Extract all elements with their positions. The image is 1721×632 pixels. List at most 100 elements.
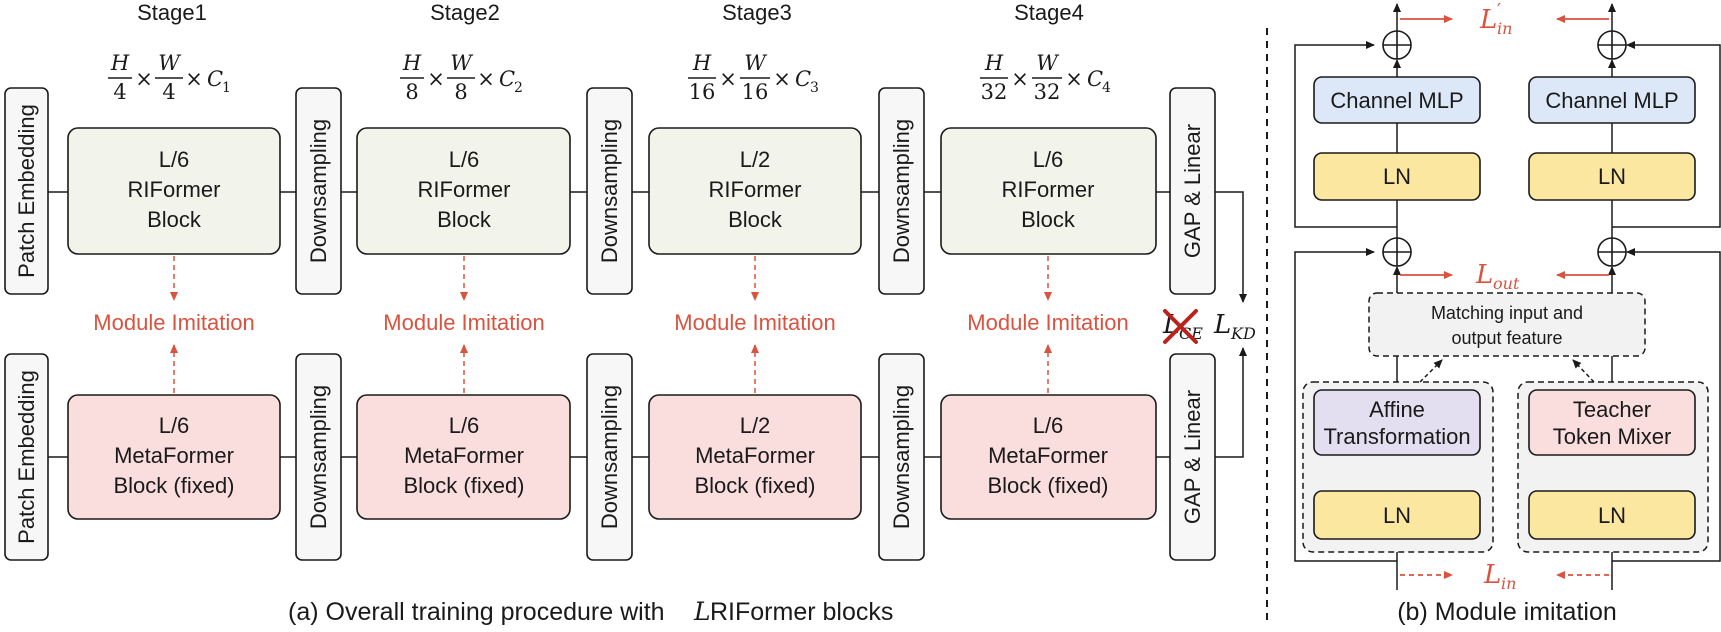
svg-text:Block (fixed): Block (fixed): [694, 473, 815, 498]
svg-text:C: C: [499, 67, 515, 91]
svg-text:1: 1: [222, 80, 231, 96]
stage3-dims: H 16 × W 16 × C 3: [688, 51, 819, 104]
svg-text:′: ′: [1497, 0, 1501, 21]
loss-arrows-right-panel: [1400, 15, 1609, 579]
svg-text:Downsampling: Downsampling: [889, 119, 914, 263]
svg-text:×: ×: [427, 67, 445, 91]
stage2-dims: H 8 × W 8 × C 2: [400, 51, 523, 104]
ce-disabled-cross-icon: [1163, 309, 1198, 344]
svg-text:L/6: L/6: [449, 147, 480, 172]
svg-text:MetaFormer: MetaFormer: [695, 443, 815, 468]
affine-transformation-box: Affine Transformation: [1313, 389, 1481, 456]
svg-text:L/6: L/6: [1033, 413, 1064, 438]
svg-text:Block (fixed): Block (fixed): [403, 473, 524, 498]
svg-text:Downsampling: Downsampling: [889, 385, 914, 529]
svg-text:output feature: output feature: [1451, 328, 1562, 348]
svg-text:Downsampling: Downsampling: [306, 385, 331, 529]
svg-text:×: ×: [185, 67, 203, 91]
svg-text:out: out: [1493, 274, 1520, 293]
svg-text:L: L: [1479, 5, 1497, 35]
svg-text:Patch Embedding: Patch Embedding: [14, 104, 39, 278]
stage1-label: Stage1: [137, 0, 207, 25]
svg-text:Teacher: Teacher: [1573, 397, 1651, 422]
svg-text:4: 4: [113, 80, 126, 104]
svg-text:W: W: [744, 51, 768, 75]
svg-text:Block: Block: [437, 207, 492, 232]
svg-text:×: ×: [1065, 67, 1083, 91]
add-node-upper-left: [1382, 30, 1412, 60]
stage4-label: Stage4: [1014, 0, 1084, 25]
svg-text:×: ×: [135, 67, 153, 91]
svg-text:2: 2: [514, 80, 523, 96]
metaformer-block-stage3: L/2 MetaFormer Block (fixed): [648, 394, 862, 520]
riformer-block-stage3: L/2 RIFormer Block: [648, 127, 862, 255]
svg-text:Block: Block: [1021, 207, 1076, 232]
svg-text:L: L: [693, 597, 711, 626]
svg-text:MetaFormer: MetaFormer: [404, 443, 524, 468]
svg-text:L: L: [1475, 260, 1493, 290]
add-node-lower-right: [1597, 237, 1627, 267]
svg-text:C: C: [207, 67, 223, 91]
svg-text:RIFormer: RIFormer: [709, 177, 802, 202]
stage4-dims: H 32 × W 32 × C 4: [980, 51, 1111, 104]
riformer-block-stage4: L/6 RIFormer Block: [940, 127, 1157, 255]
svg-text:L/2: L/2: [740, 413, 771, 438]
svg-text:Channel MLP: Channel MLP: [1330, 88, 1463, 113]
riformer-block-stage2: L/6 RIFormer Block: [356, 127, 571, 255]
svg-text:3: 3: [810, 80, 819, 96]
ln-upper-left: LN: [1313, 152, 1481, 201]
svg-text:Block: Block: [728, 207, 783, 232]
svg-text:L/6: L/6: [159, 147, 190, 172]
svg-text:H: H: [110, 51, 130, 75]
svg-text:Channel MLP: Channel MLP: [1545, 88, 1678, 113]
svg-text:RIFormer blocks: RIFormer blocks: [710, 598, 893, 626]
svg-text:GAP & Linear: GAP & Linear: [1180, 124, 1205, 258]
svg-text:in: in: [1497, 19, 1512, 38]
svg-text:C: C: [795, 67, 811, 91]
metaformer-block-stage2: L/6 MetaFormer Block (fixed): [356, 394, 571, 520]
stage1-dims: H 4 × W 4 × C 1: [108, 51, 231, 104]
svg-text:×: ×: [719, 67, 737, 91]
svg-text:H: H: [692, 51, 712, 75]
svg-text:W: W: [1036, 51, 1060, 75]
svg-text:C: C: [1087, 67, 1103, 91]
svg-text:L/2: L/2: [740, 147, 771, 172]
svg-text:MetaFormer: MetaFormer: [988, 443, 1108, 468]
svg-text:L: L: [1213, 310, 1231, 340]
module-imitation-label-4: Module Imitation: [967, 310, 1128, 335]
svg-text:×: ×: [1011, 67, 1029, 91]
patch-embedding-top: Patch Embedding: [4, 87, 49, 295]
patch-embedding-bottom: Patch Embedding: [4, 353, 49, 561]
riformer-block-stage1: L/6 RIFormer Block: [67, 127, 281, 255]
svg-text:LN: LN: [1383, 503, 1411, 528]
downsampling-top-3: Downsampling: [878, 87, 925, 295]
svg-text:LN: LN: [1598, 164, 1626, 189]
svg-text:LN: LN: [1383, 164, 1411, 189]
svg-text:8: 8: [405, 80, 418, 104]
module-imitation-label-1: Module Imitation: [93, 310, 254, 335]
left-panel: Stage1 Stage2 Stage3 Stage4 H 4 × W 4 × …: [4, 0, 1256, 626]
svg-text:×: ×: [773, 67, 791, 91]
gap-linear-top: GAP & Linear: [1169, 87, 1216, 295]
left-caption: (a) Overall training procedure with L RI…: [288, 597, 893, 626]
svg-text:W: W: [158, 51, 182, 75]
ln-lower-left: LN: [1313, 490, 1481, 540]
gap-linear-bottom: GAP & Linear: [1169, 353, 1216, 561]
downsampling-bottom-3: Downsampling: [878, 353, 925, 561]
svg-text:RIFormer: RIFormer: [418, 177, 511, 202]
svg-text:(a) Overall training procedure: (a) Overall training procedure with: [288, 598, 665, 626]
svg-text:Matching input and: Matching input and: [1431, 303, 1583, 323]
svg-text:H: H: [402, 51, 422, 75]
matching-note: Matching input and output feature: [1368, 292, 1646, 357]
module-imitation-label-2: Module Imitation: [383, 310, 544, 335]
ln-upper-right: LN: [1528, 152, 1696, 201]
svg-text:Block (fixed): Block (fixed): [987, 473, 1108, 498]
svg-text:in: in: [1501, 574, 1516, 593]
right-caption: (b) Module imitation: [1397, 598, 1617, 626]
add-node-lower-left: [1382, 237, 1412, 267]
channel-mlp-left: Channel MLP: [1313, 76, 1481, 124]
downsampling-bottom-1: Downsampling: [295, 353, 342, 561]
ln-lower-right: LN: [1528, 490, 1696, 540]
svg-text:4: 4: [1102, 80, 1111, 96]
